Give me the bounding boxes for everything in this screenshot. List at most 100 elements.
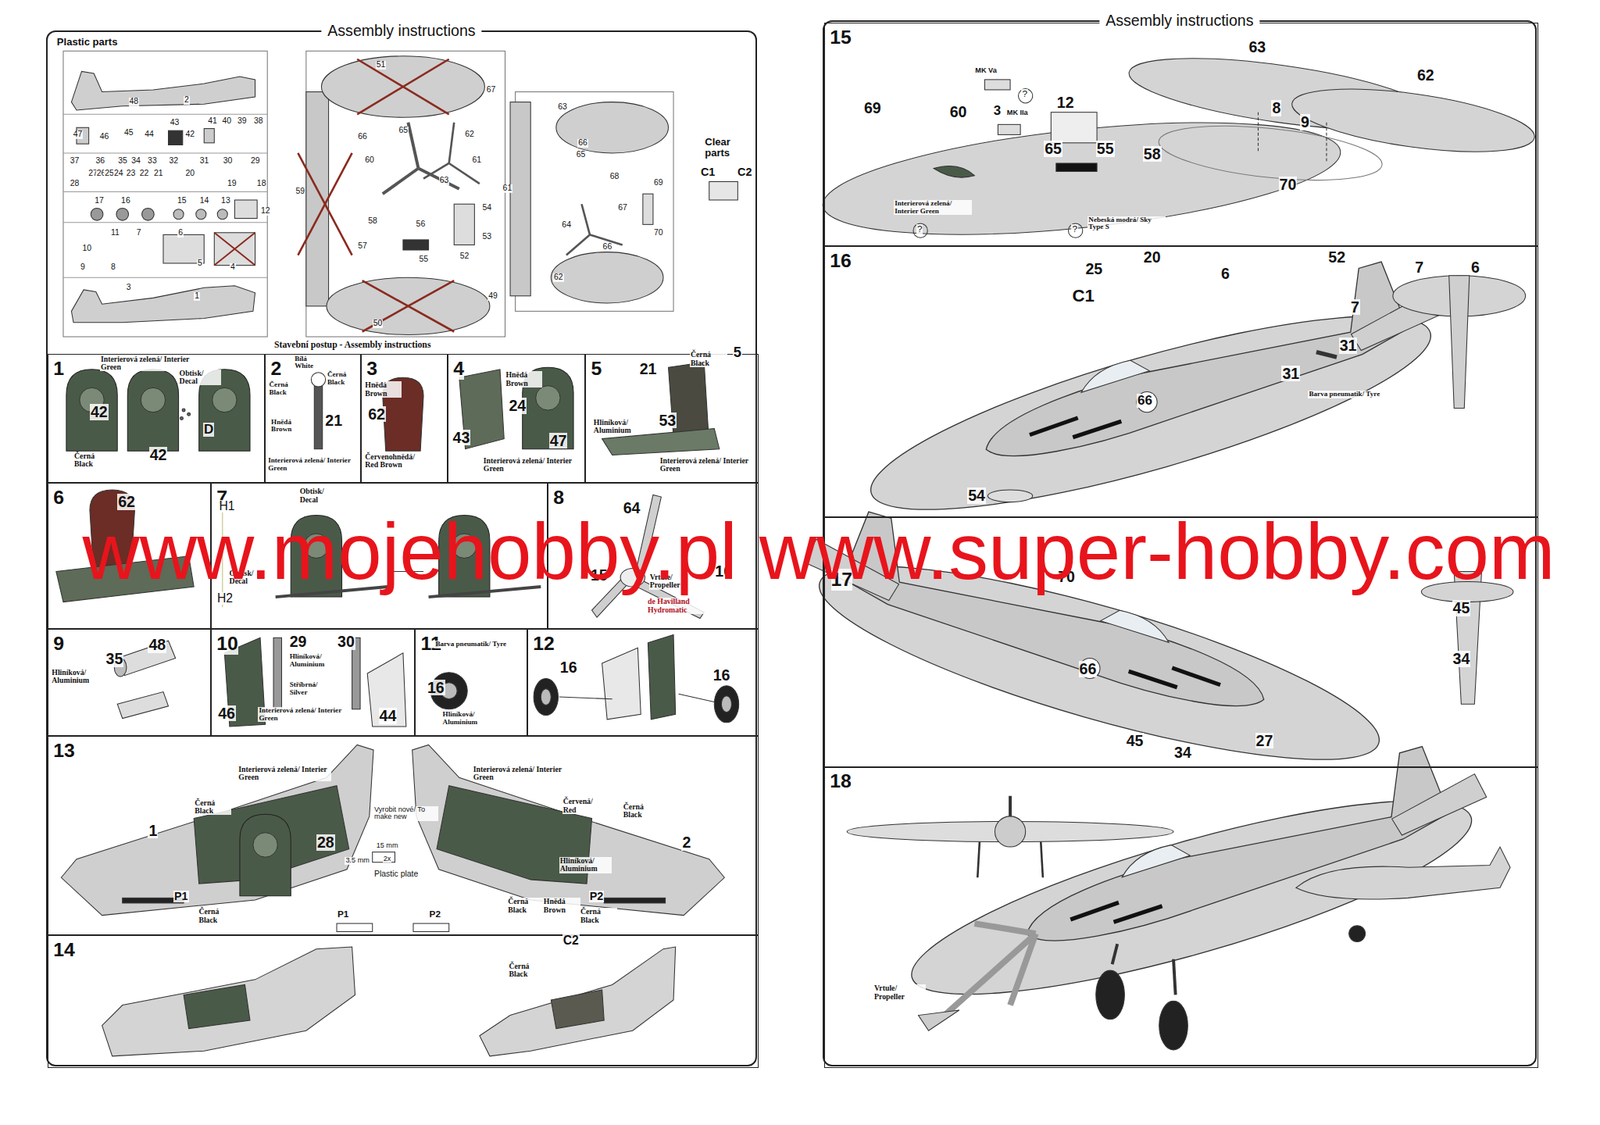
callout-number: 3.5 mm: [344, 857, 370, 865]
callout-number: 44: [378, 707, 398, 725]
step-number: 8: [553, 486, 565, 509]
paint-note: Interierová zelená/ Interier Green: [267, 457, 359, 472]
callout-number: P2: [589, 890, 605, 903]
step-number: 2: [270, 357, 282, 380]
callout-number: 58: [1142, 146, 1162, 163]
callout-number: 43: [169, 118, 181, 128]
paint-note: Obtisk/ Decal: [178, 369, 222, 386]
callout-number: 7: [135, 228, 143, 238]
step-panel: 18: [824, 767, 1539, 1068]
callout-number: 46: [217, 705, 236, 722]
callout-number: 29: [289, 633, 308, 650]
paint-note: Barva pneumatik/ Tyre: [1307, 390, 1381, 399]
callout-number: 63: [1247, 39, 1267, 56]
callout-number: 34: [1452, 650, 1472, 668]
callout-number: 66: [1136, 393, 1154, 408]
callout-number: Vyrobit nové/ To make new: [373, 806, 439, 822]
callout-number: 21: [153, 169, 165, 179]
callout-number: 25: [1084, 260, 1104, 278]
paint-note: Černá Black: [268, 381, 307, 397]
callout-number: 69: [863, 100, 883, 117]
callout-number: 18: [256, 179, 268, 189]
callout-number: 67: [485, 85, 497, 95]
callout-number: 1: [147, 822, 158, 840]
callout-number: 28: [69, 179, 81, 189]
callout-number: 37: [69, 157, 81, 166]
callout-number: 39: [236, 117, 248, 126]
callout-number: 53: [657, 412, 677, 429]
callout-number: 21: [639, 360, 658, 378]
callout-number: 15 mm: [375, 842, 400, 850]
callout-number: 35: [105, 650, 125, 668]
callout-number: 53: [481, 232, 493, 242]
callout-number: 42: [149, 446, 168, 464]
paint-note: Stříbrná/ Silver: [289, 681, 337, 697]
callout-number: 54: [967, 487, 986, 504]
callout-number: 64: [560, 221, 572, 230]
callout-number: 15: [176, 196, 188, 206]
step-number: 12: [532, 632, 555, 655]
callout-number: 34: [130, 157, 142, 166]
callout-number: 7: [1350, 299, 1361, 316]
step-number: 14: [53, 939, 75, 961]
callout-number: 2: [183, 96, 190, 105]
callout-number: 40: [221, 117, 233, 126]
step-number: 18: [829, 770, 852, 793]
callout-number: 66: [577, 139, 589, 148]
step-number: 15: [829, 26, 852, 49]
callout-number: 3: [992, 103, 1002, 118]
step-number: 13: [53, 739, 75, 762]
callout-number: 31: [1281, 365, 1300, 383]
callout-number: 58: [367, 217, 379, 226]
step-number: 3: [366, 357, 378, 380]
callout-number: 23: [125, 169, 137, 179]
paint-note: Černá Black: [507, 897, 545, 915]
step-number: 9: [53, 632, 65, 655]
paint-note: Hnědá Brown: [505, 371, 543, 388]
callout-number: 24: [507, 397, 527, 415]
callout-number: C2: [562, 934, 580, 947]
callout-number: 8: [110, 263, 117, 272]
callout-number: 5: [732, 344, 743, 360]
callout-number: MK Va: [974, 67, 997, 75]
paint-note: Hliníková/ Aluminium: [592, 418, 646, 436]
paint-note: Hnědá Brown: [542, 897, 581, 915]
callout-number: 63: [557, 103, 568, 112]
callout-number: 61: [502, 184, 514, 193]
callout-number: 16: [712, 667, 732, 684]
watermark: www.mojehobby.pl www.super-hobby.com: [81, 510, 1556, 594]
callout-number: 62: [464, 130, 475, 140]
callout-number: 4: [229, 263, 236, 272]
callout-number: 47: [72, 130, 84, 140]
paint-note: Černá Black: [507, 962, 546, 979]
callout-number: 9: [1300, 114, 1311, 131]
callout-number: 29: [250, 157, 261, 166]
callout-number: 6: [1220, 265, 1231, 283]
step-number: 16: [829, 250, 852, 272]
paint-note: Interierová zelená/ Interier Green: [893, 200, 972, 215]
callout-number: P1: [336, 909, 350, 919]
step-number: 10: [216, 632, 239, 655]
callout-number: D: [203, 422, 215, 437]
paint-note: Interierová zelená/ Interier Green: [257, 707, 352, 722]
paint-note: Hliníková/ Aluminium: [559, 857, 612, 874]
paint-note: Vrtule/ Propeller: [873, 984, 926, 1001]
callout-number: 65: [397, 126, 409, 136]
step-panel: 14: [47, 935, 759, 1068]
callout-number: 42: [184, 130, 196, 140]
callout-number: 21: [324, 412, 343, 429]
part-heading: Clear parts: [703, 136, 742, 158]
paint-note: Černá Black: [689, 350, 728, 368]
step-number: 5: [591, 357, 603, 380]
callout-number: 54: [481, 203, 493, 213]
callout-number: 11: [110, 228, 121, 238]
paint-note: Barva pneumatik/ Tyre: [434, 640, 508, 649]
callout-number: 44: [143, 130, 155, 140]
callout-number: 55: [418, 255, 430, 265]
callout-number: 47: [549, 432, 568, 450]
callout-number: C1: [700, 166, 716, 179]
callout-number: 48: [128, 97, 140, 107]
paint-note: Stavební postup - Assembly instructions: [273, 340, 432, 350]
callout-number: 68: [609, 172, 621, 182]
paint-note: Černá Black: [622, 803, 661, 820]
